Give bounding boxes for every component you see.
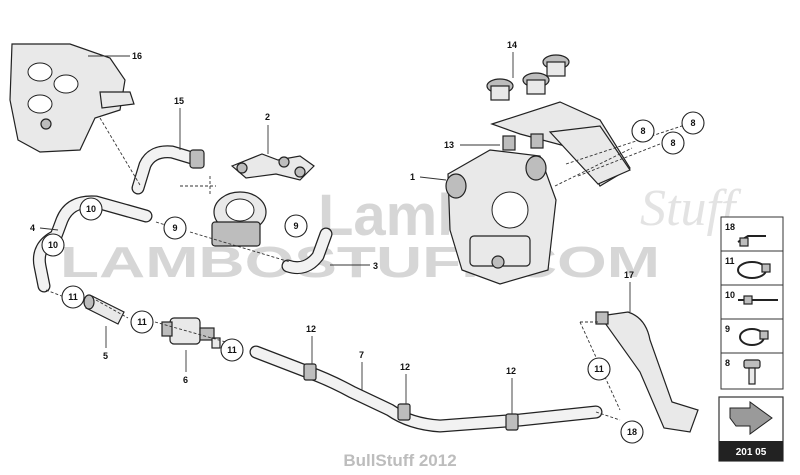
label-3: 3 xyxy=(373,261,378,271)
label-6: 6 xyxy=(183,375,188,385)
part-1-air-pump xyxy=(419,149,557,285)
callout-18: 18 xyxy=(627,427,637,437)
label-4: 4 xyxy=(30,223,35,233)
legend-item-9-clamp: 9 xyxy=(725,324,769,346)
watermark-site: LAMBOSTUFF.COM xyxy=(60,238,660,287)
part-mount-bracket xyxy=(460,52,689,187)
label-12a: 12 xyxy=(306,324,316,334)
svg-text:10: 10 xyxy=(725,290,735,300)
circled-callouts: 10 10 9 9 11 11 11 11 8 8 8 18 xyxy=(41,111,705,444)
page-code: 201 05 xyxy=(736,447,767,458)
part-16-manifold xyxy=(9,43,135,153)
label-14: 14 xyxy=(507,40,517,50)
callout-11d: 11 xyxy=(594,364,604,374)
label-13: 13 xyxy=(444,140,454,150)
footer-credit: BullStuff 2012 xyxy=(343,451,456,470)
label-7: 7 xyxy=(359,350,364,360)
label-12b: 12 xyxy=(400,362,410,372)
svg-text:11: 11 xyxy=(725,256,735,266)
legend-item-8-screw: 8 xyxy=(725,358,761,385)
watermark: Lambo Stuff LAMBOSTUFF.COM xyxy=(60,180,742,287)
part-7-long-hose xyxy=(249,336,621,433)
label-15: 15 xyxy=(174,96,184,106)
legend-panel: 18 11 10 9 8 xyxy=(720,216,784,390)
callout-11b: 11 xyxy=(137,317,147,327)
callout-9b: 9 xyxy=(293,221,298,231)
part-number-labels: 16 15 2 14 13 1 4 3 5 6 7 12 12 12 17 xyxy=(30,40,634,385)
legend-item-11-clamp: 11 xyxy=(725,256,771,279)
part-17-pipe xyxy=(579,282,699,433)
part-2-bracket xyxy=(180,125,315,196)
label-16: 16 xyxy=(132,51,142,61)
part-15-hose xyxy=(99,108,205,195)
part-6-filter xyxy=(154,317,241,372)
callout-8a: 8 xyxy=(640,126,645,136)
label-17: 17 xyxy=(624,270,634,280)
svg-text:8: 8 xyxy=(725,358,730,368)
arrow-icon xyxy=(729,401,773,435)
callout-10a: 10 xyxy=(86,204,96,214)
callout-9a: 9 xyxy=(172,223,177,233)
callout-8c: 8 xyxy=(670,138,675,148)
svg-text:18: 18 xyxy=(725,222,735,232)
part-3-pump xyxy=(189,191,370,275)
callout-10b: 10 xyxy=(48,240,58,250)
callout-8b: 8 xyxy=(690,118,695,128)
label-5: 5 xyxy=(103,351,108,361)
svg-text:9: 9 xyxy=(725,324,730,334)
part-5-hose-piece xyxy=(83,294,129,348)
label-1: 1 xyxy=(410,172,415,182)
legend-item-10-tie: 10 xyxy=(725,290,778,305)
label-12c: 12 xyxy=(506,366,516,376)
page-code-badge: 201 05 xyxy=(718,396,784,462)
callout-11a: 11 xyxy=(68,292,78,302)
label-2: 2 xyxy=(265,112,270,122)
callout-11c: 11 xyxy=(227,345,237,355)
legend-item-18: 18 xyxy=(725,222,766,247)
